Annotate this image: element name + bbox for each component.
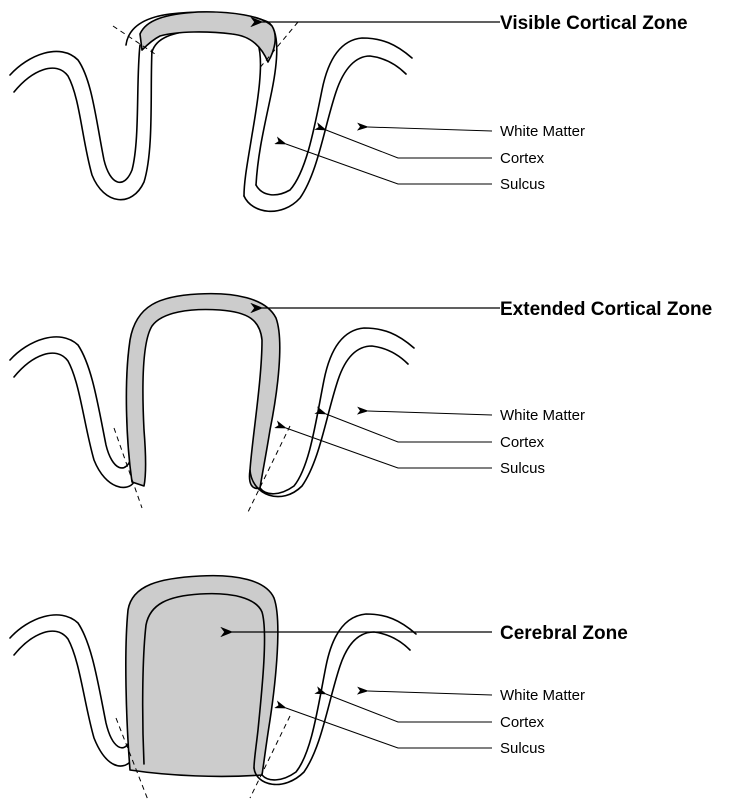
cortex-label: Cortex (500, 714, 545, 731)
zone-label: Extended Cortical Zone (500, 299, 712, 320)
central-gyrus-inner (152, 30, 260, 196)
left-gyrus-outer (10, 615, 130, 748)
white-matter-arrow (368, 127, 492, 131)
cortex-label: Cortex (500, 150, 545, 167)
left-gyrus-inner (14, 631, 130, 766)
white-matter-label: White Matter (500, 687, 585, 704)
sulcus-label: Sulcus (500, 176, 545, 193)
sulcus-arrow (286, 428, 492, 468)
cortex-arrow (326, 414, 492, 442)
white-matter-arrow (368, 691, 492, 695)
cerebral-zone-shade (126, 576, 278, 777)
panel-extended-cortical-zone: Extended Cortical Zone White Matter Cort… (10, 294, 712, 512)
visible-cortical-zone-shade (140, 12, 275, 62)
panel-visible-cortical-zone: Visible Cortical Zone White Matter Corte… (10, 12, 688, 211)
left-gyrus-outer (10, 45, 140, 182)
right-sulcus-wall (262, 614, 416, 780)
left-gyrus-outer (10, 337, 132, 468)
left-gyrus-inner (14, 50, 152, 200)
left-gyrus-inner (14, 353, 134, 487)
cortex-label: Cortex (500, 434, 545, 451)
extended-cortical-zone-shade (126, 294, 279, 489)
panel-cerebral-zone: Cerebral Zone White Matter Cortex Sulcus (10, 576, 628, 800)
white-matter-label: White Matter (500, 407, 585, 424)
cortex-arrow (326, 130, 492, 158)
zone-label: Visible Cortical Zone (500, 13, 688, 34)
right-sulcus-wall (260, 328, 414, 494)
sulcus-label: Sulcus (500, 740, 545, 757)
zone-label: Cerebral Zone (500, 623, 628, 644)
white-matter-label: White Matter (500, 123, 585, 140)
sulcus-arrow (286, 144, 492, 184)
cortex-arrow (326, 694, 492, 722)
sulcus-label: Sulcus (500, 460, 545, 477)
white-matter-arrow (368, 411, 492, 415)
